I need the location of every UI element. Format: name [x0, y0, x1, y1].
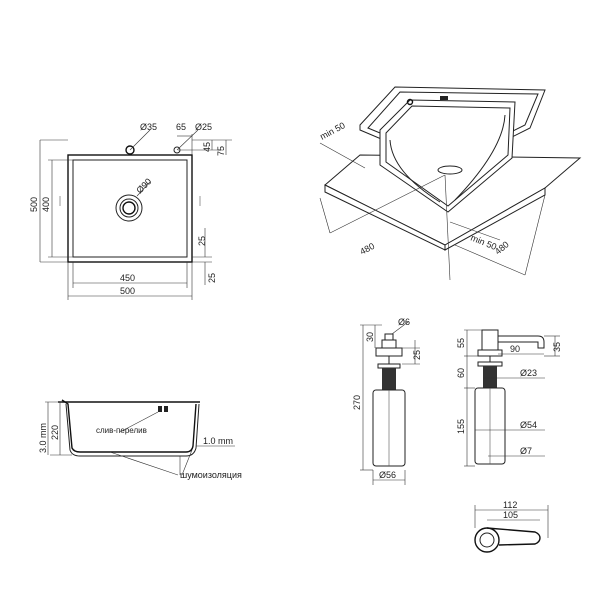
label-25-front: 25 — [412, 350, 422, 360]
leader-insulation-3 — [181, 449, 193, 476]
label-450: 450 — [120, 273, 135, 283]
label-400-v: 400 — [41, 197, 51, 212]
label-25-bottom: 25 — [207, 273, 217, 283]
section-bowl-outer — [65, 403, 200, 457]
section-view: слив-перелив 3.0 mm 220 1.0 mm шумоизоля… — [38, 399, 242, 480]
top-view: Ø35 65 Ø25 45 75 25 25 500 400 Ø90 — [29, 122, 232, 300]
sink-bowl-inner — [385, 105, 511, 207]
pump-collar — [375, 347, 403, 357]
label-75: 75 — [216, 146, 226, 156]
leader-drain — [136, 181, 151, 197]
label-3mm: 3.0 mm — [38, 423, 48, 453]
label-d23: Ø23 — [520, 368, 537, 378]
dim-480-right — [454, 244, 526, 276]
label-45: 45 — [202, 142, 212, 152]
pump-flange — [377, 363, 401, 369]
dim-min50-left — [319, 142, 366, 169]
section-bowl — [61, 399, 197, 453]
bowl-wall-right — [454, 114, 506, 201]
label-25-right: 25 — [197, 236, 207, 246]
ext-480-left — [319, 197, 331, 234]
bowl-outline — [72, 159, 188, 258]
leader-d6 — [391, 321, 409, 335]
dispenser-front: 270 30 Ø6 25 Ø56 — [352, 317, 422, 485]
leader-insulation-1 — [109, 451, 179, 476]
label-500-v: 500 — [29, 197, 39, 212]
label-insulation: шумоизоляция — [180, 470, 242, 480]
top-inner-ring — [479, 532, 495, 548]
side-thread — [483, 366, 497, 388]
drain-middle-ring — [119, 198, 139, 218]
label-480-left: 480 — [358, 241, 376, 257]
label-60: 60 — [456, 368, 466, 378]
label-500-h: 500 — [120, 286, 135, 296]
label-65: 65 — [176, 122, 186, 132]
overflow-marker-1 — [158, 406, 162, 412]
tap-hole — [125, 145, 135, 155]
label-35: 35 — [552, 342, 562, 352]
ext-480-right — [524, 194, 546, 276]
bowl-wall-left — [389, 139, 441, 203]
side-flange — [477, 361, 503, 367]
overflow-marker-2 — [164, 406, 168, 412]
label-90: 90 — [510, 344, 520, 354]
pump-nozzle — [384, 333, 394, 341]
top-outer-ring — [474, 527, 500, 553]
label-d56: Ø56 — [379, 470, 396, 480]
pump-head — [381, 339, 397, 349]
top-spout — [486, 527, 541, 546]
dim-480-left — [329, 174, 446, 234]
dim-min50-right — [449, 221, 501, 241]
drain-outer-ring — [115, 194, 143, 222]
label-d54: Ø54 — [520, 420, 537, 430]
label-d7: Ø7 — [520, 446, 532, 456]
label-d90: Ø90 — [134, 176, 153, 195]
side-pump-head — [481, 329, 499, 351]
label-1mm: 1.0 mm — [203, 436, 233, 446]
drain-inner-ring — [122, 201, 136, 215]
ext-480-center — [444, 174, 451, 281]
leader-overflow — [176, 129, 199, 151]
side-collar — [477, 349, 503, 357]
iso-overflow — [440, 96, 448, 100]
label-d25: Ø25 — [195, 122, 212, 132]
label-d35: Ø35 — [140, 122, 157, 132]
iso-drain — [437, 165, 463, 175]
label-min50-left: min 50 — [318, 120, 347, 142]
isometric-view: min 50 min 50 480 480 — [318, 86, 582, 281]
sink-outline — [67, 154, 193, 263]
leader-tap — [129, 129, 151, 151]
label-55: 55 — [456, 338, 466, 348]
label-155: 155 — [456, 419, 466, 434]
dispenser-side: 55 60 155 90 35 Ø23 Ø54 Ø7 — [456, 329, 562, 467]
label-105: 105 — [503, 510, 518, 520]
label-112: 112 — [503, 500, 517, 510]
label-220: 220 — [50, 425, 60, 440]
label-d6: Ø6 — [398, 317, 410, 327]
label-270: 270 — [352, 395, 362, 410]
thread-body — [382, 368, 396, 390]
label-overflow: слив-перелив — [96, 426, 147, 435]
label-30: 30 — [365, 332, 375, 342]
iso-tap-hole — [406, 98, 414, 106]
dispenser-top: 112 105 — [474, 500, 549, 553]
side-spout — [498, 335, 545, 349]
leader-overflow-label — [119, 411, 159, 433]
